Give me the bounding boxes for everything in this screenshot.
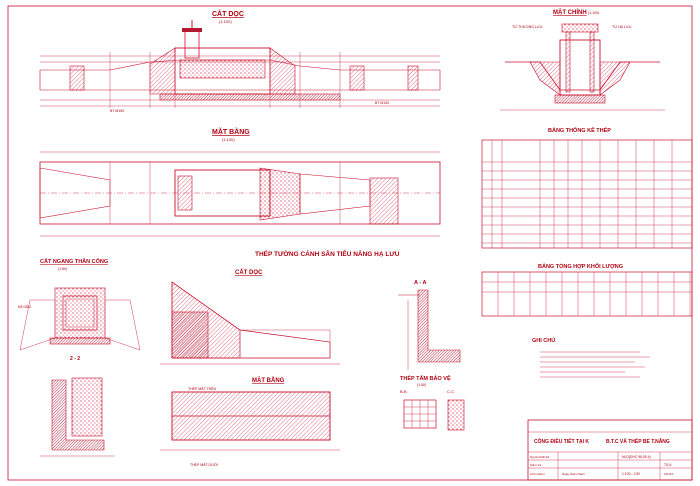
pier-right	[589, 31, 595, 93]
notes-lines	[540, 351, 650, 378]
title-cn: CN.DA	[664, 472, 673, 476]
title-block: CÔNG ĐIỀU TIẾT TẠI K B.T.C VÀ THÉP BỂ T.…	[527, 419, 693, 481]
apron-section	[239, 329, 331, 359]
label-ha-luu: TỪ HẠ LƯU	[612, 25, 632, 29]
label-thuong-luu: TỪ THƯỢNG LƯU	[512, 25, 543, 29]
plan-tower	[177, 175, 193, 211]
plate-bb-grid	[404, 400, 436, 428]
volume-table: BẢNG TỔNG HỢP KHỐI LƯỢNG	[481, 263, 693, 317]
plan-outlet	[299, 173, 371, 215]
apron-bottom	[159, 93, 341, 101]
mat-bang-bottom-title: MẶT BẰNG	[252, 376, 285, 384]
title-approver: Chủ nhiệm	[530, 472, 545, 476]
thep-tam-view: THÉP TẤM BẢO VỆ (1:50) B-B C-C	[400, 374, 465, 431]
mat-bang-bottom-view: MẶT BẰNG THÉP MẶT TRÊN THÉP MẶT DƯỚI	[160, 376, 340, 467]
title-drawing-no: NLD(DHC 98.05.4)	[622, 455, 651, 459]
wing-right	[349, 65, 365, 91]
steel-table-grid	[482, 140, 692, 248]
cat-ngang-title: CẮT NGANG THÂN CỐNG	[40, 257, 108, 265]
mat-chinh-view: MẶT CHÍNH (1:100) TỪ THƯỢNG LƯU TỪ HẠ LƯ…	[500, 8, 665, 111]
mat-bang-top-title: MẶT BẰNG	[212, 127, 250, 136]
wing-left	[69, 65, 85, 91]
note-da-dam: ĐÁ DĂM	[18, 305, 31, 309]
mat-chinh-scale: (1:100)	[588, 11, 599, 15]
title-line1: CÔNG ĐIỀU TIẾT TẠI K	[534, 437, 589, 445]
section-main-title: THÉP TƯỜNG CÁNH SÂN TIÊU NĂNG HẠ LƯU	[255, 249, 400, 258]
aa-wall	[417, 289, 461, 363]
steel-table-frame	[481, 139, 693, 249]
title-sheet: TS-6	[664, 463, 671, 467]
plan-stilling	[259, 167, 301, 221]
cat-doc-top-scale: (1:100)	[219, 19, 232, 24]
title-block-frame	[527, 419, 693, 481]
l-wall	[51, 379, 105, 451]
plate-cc	[447, 399, 465, 431]
title-line2: B.T.C VÀ THÉP BỂ T.NĂNG	[606, 437, 670, 445]
tower-top	[561, 23, 599, 33]
thep-tam-scale: (1:50)	[417, 383, 426, 387]
title-scale: 1:100 ; 1:50	[622, 472, 640, 476]
note-bt-cap: BT M150	[110, 109, 124, 113]
section-ground	[505, 61, 660, 91]
plan-riprap	[369, 177, 399, 225]
section-2-2-title: 2 - 2	[70, 356, 80, 362]
volume-table-title: BẢNG TỔNG HỢP KHỐI LƯỢNG	[538, 263, 623, 270]
embank-left	[529, 61, 561, 96]
wall-body	[71, 377, 103, 437]
cat-doc-top-view: CẮT DỌC (1:100) BT M150 BT M150	[39, 9, 441, 113]
cat-doc-top-title: CẮT DỌC	[212, 9, 244, 18]
inner-rebar	[65, 298, 95, 328]
title-designer: Người thiết kế	[530, 455, 549, 459]
slope-left	[149, 47, 176, 95]
title-checker: Kiểm tra	[530, 463, 542, 467]
thep-tam-title: THÉP TẤM BẢO VỆ	[400, 374, 451, 382]
embank-right	[599, 61, 631, 96]
section-2-2-view: 2 - 2	[40, 356, 115, 457]
section-aa-title: A - A	[414, 280, 426, 286]
label-thep-mat-tren: THÉP MẶT TRÊN	[188, 386, 216, 391]
cat-doc-bottom-title: CẮT DỌC	[235, 268, 263, 276]
wing-wall-solid	[171, 311, 209, 359]
volume-table-frame	[481, 271, 693, 317]
base-slab	[554, 94, 606, 104]
notes-block: GHI CHÚ	[532, 337, 650, 378]
title-date: Ngày hoàn thành	[562, 472, 585, 476]
cat-doc-bottom-view: CẮT DỌC	[160, 268, 340, 365]
cc-label: C-C	[447, 389, 454, 394]
backfill-right	[104, 299, 141, 351]
box-section	[54, 287, 106, 339]
volume-table-grid	[482, 272, 692, 316]
culvert-slab	[179, 59, 266, 79]
label-thep-mat-duoi: THÉP MẶT DƯỚI	[190, 462, 218, 467]
slope-right	[269, 47, 296, 95]
end-wall	[407, 65, 419, 91]
note-bt-cap-2: BT M150	[375, 101, 389, 105]
box-opening	[62, 295, 98, 331]
bb-label: B-B	[400, 389, 407, 394]
section-aa-view: A - A	[398, 280, 461, 370]
box-base	[49, 337, 111, 345]
cat-ngang-view: CẮT NGANG THÂN CỐNG (1:50) ĐÁ DĂM	[18, 257, 141, 351]
tower-cap	[182, 28, 202, 32]
ghi-chu-title: GHI CHÚ	[532, 337, 555, 344]
steel-table-title: BẢNG THỐNG KÊ THÉP	[548, 126, 611, 134]
gate-tower	[184, 29, 200, 59]
mat-bang-top-view: MẶT BẰNG (1:100)	[39, 127, 441, 237]
cat-ngang-scale: (1:50)	[58, 267, 67, 271]
steel-table: BẢNG THỐNG KÊ THÉP	[481, 126, 693, 249]
mat-bang-top-scale: (1:100)	[222, 137, 235, 142]
pier-left	[565, 31, 571, 93]
mat-chinh-title: MẶT CHÍNH	[553, 8, 587, 16]
